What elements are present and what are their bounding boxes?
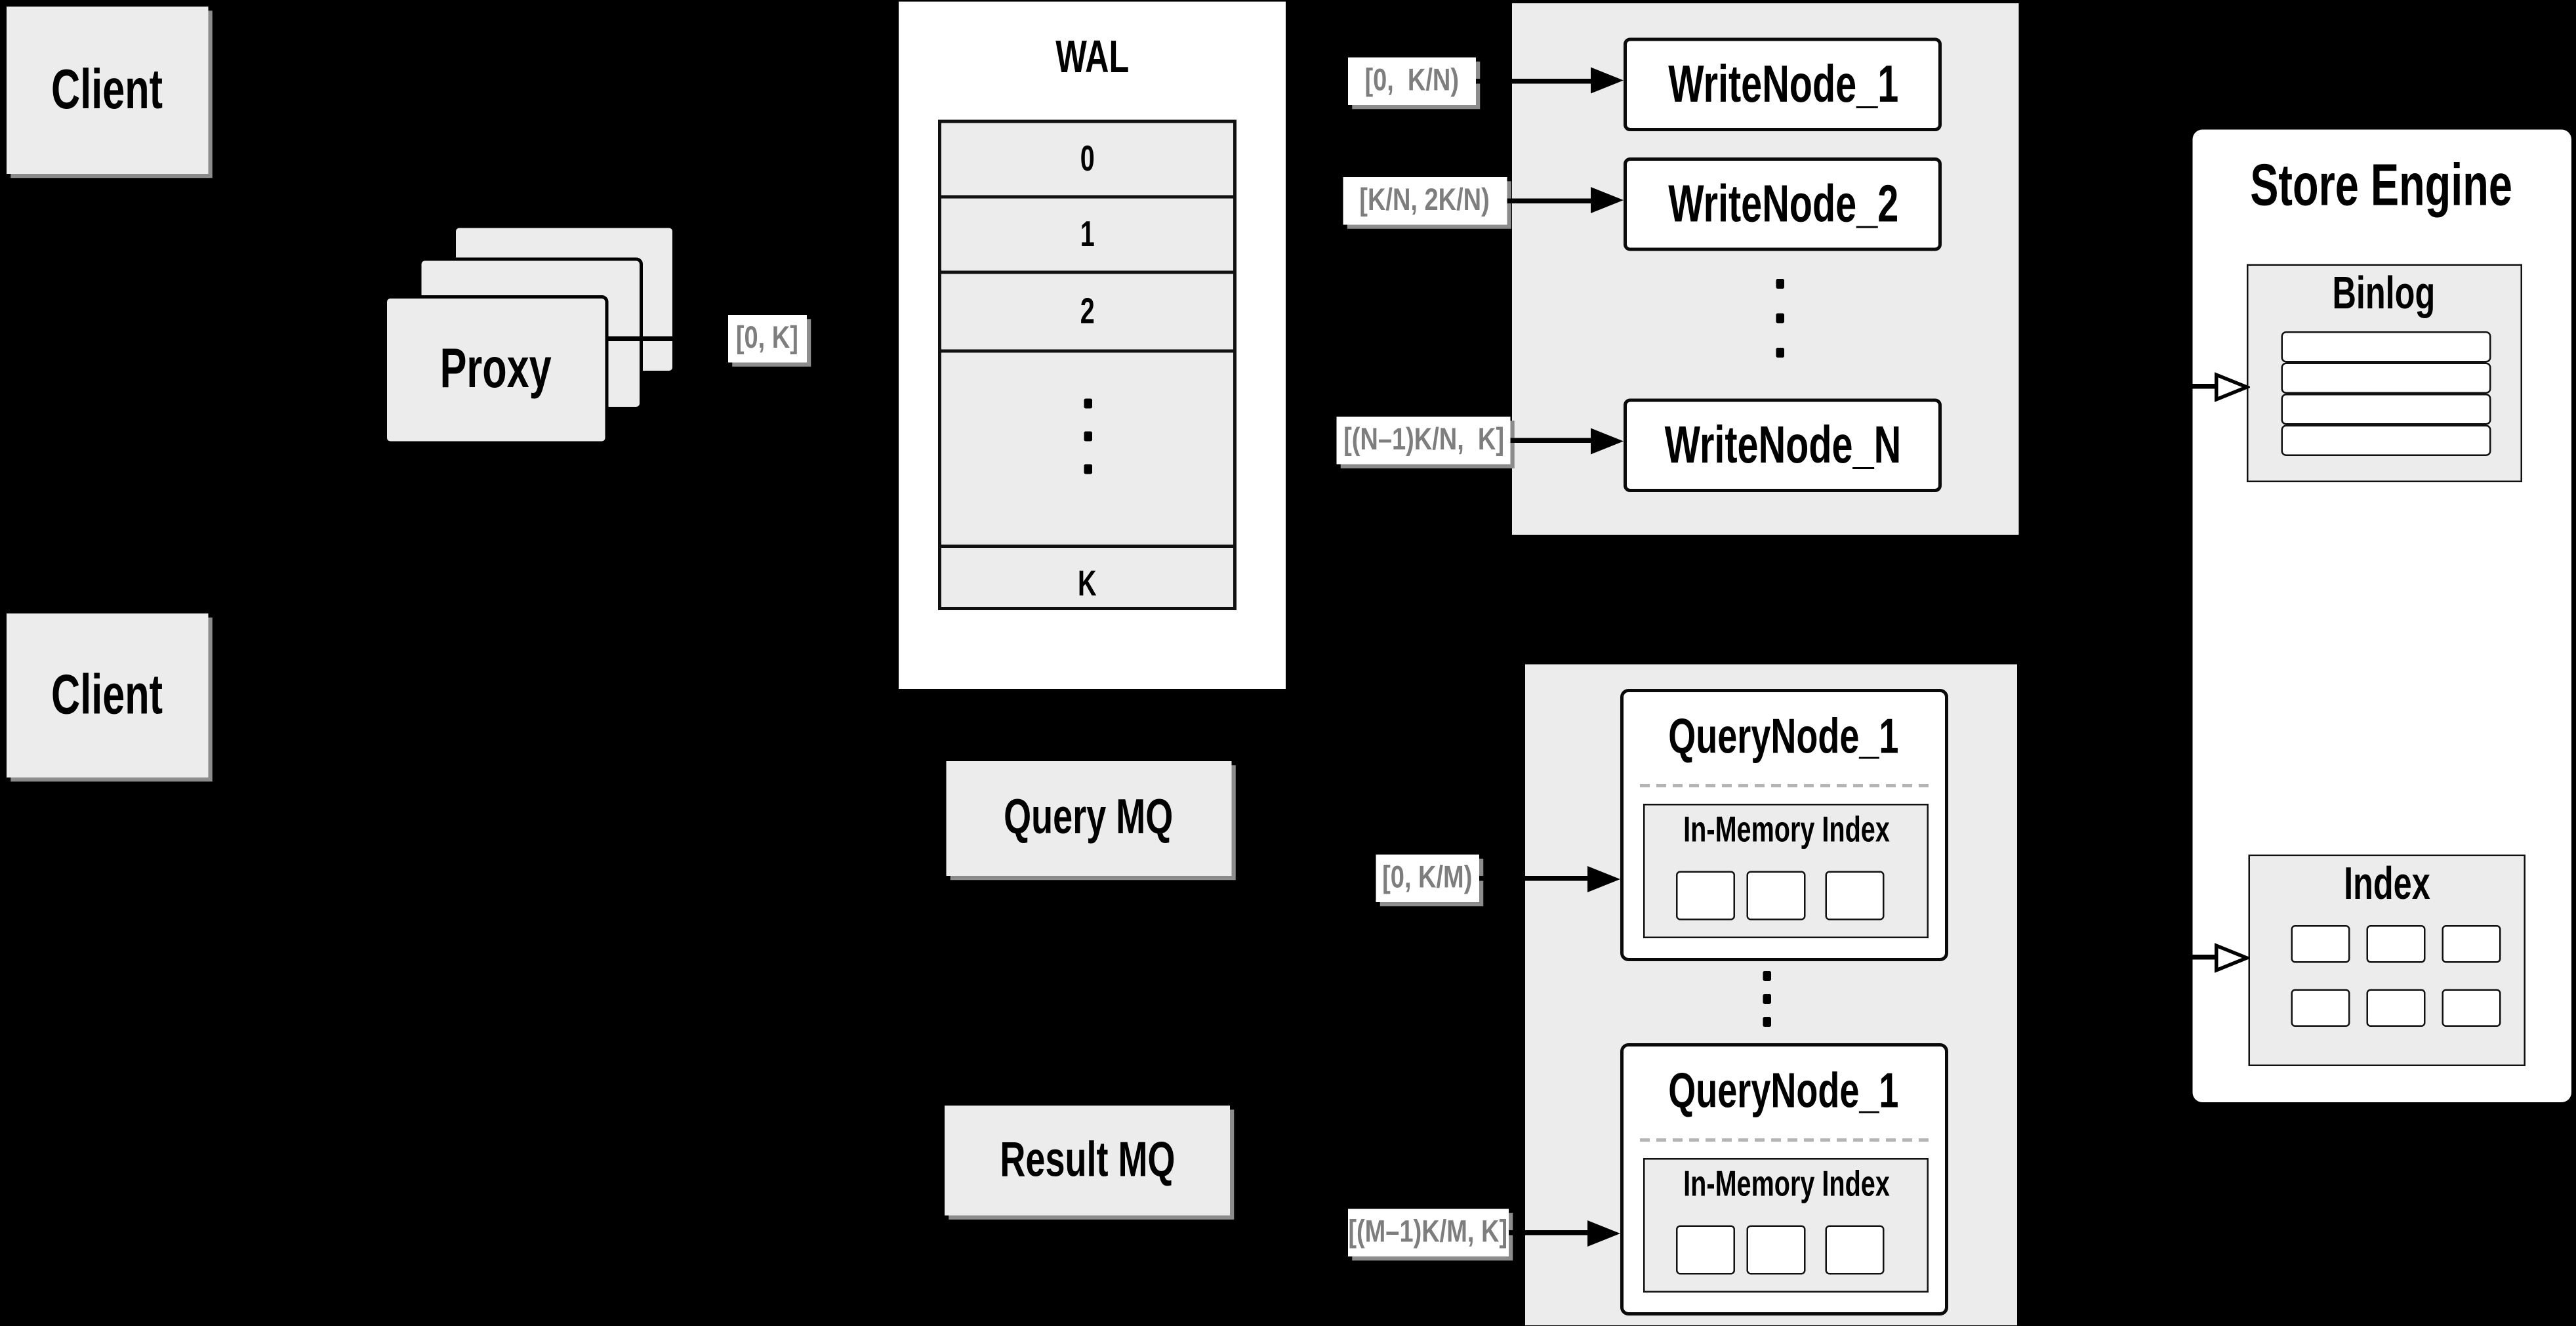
query-mq-label: Query MQ — [1004, 791, 1174, 845]
wal-row-2: 2 — [941, 270, 1233, 350]
arrowhead-hollow-icon — [2215, 372, 2250, 402]
arrowhead-solid-icon — [1591, 428, 1624, 455]
memory-segment — [1676, 1225, 1735, 1275]
write-node-n-box: WriteNode_N — [1624, 398, 1942, 492]
store-engine-box: Store Engine Binlog Index — [2192, 129, 2572, 1102]
client-label: Client — [51, 663, 163, 726]
edge-label-writenode-2: [K/N, 2K/N) — [1343, 177, 1507, 225]
connector-writenode-1 — [1476, 79, 1594, 84]
in-memory-index-title-row: In-Memory Index — [1645, 1160, 1927, 1209]
arrowhead-solid-icon — [1587, 1220, 1620, 1247]
memory-segment — [1746, 1225, 1806, 1275]
query-node-title-row: QueryNode_1 — [1624, 1046, 1945, 1138]
connector-index — [2192, 955, 2219, 960]
dashed-divider — [1640, 784, 1929, 787]
index-cell — [2442, 989, 2501, 1027]
index-title: Index — [2343, 858, 2430, 909]
edge-label-proxy-wal: [0, K] — [728, 315, 807, 363]
edge-label-querynode-m: [(M–1)K/M, K] — [1348, 1209, 1509, 1256]
index-cell — [2366, 925, 2426, 963]
index-cell — [2442, 925, 2501, 963]
connector-writenode-2 — [1507, 198, 1594, 203]
query-node-box-bottom: QueryNode_1 In-Memory Index — [1620, 1043, 1948, 1316]
edge-label-writenode-1: [0, K/N) — [1348, 57, 1476, 105]
dashed-divider — [1640, 1138, 1929, 1142]
in-memory-index-box: In-Memory Index — [1643, 804, 1929, 938]
index-cell — [2291, 989, 2350, 1027]
edge-label-writenode-n: [(N–1)K/N, K] — [1336, 417, 1511, 465]
index-cell — [2366, 989, 2426, 1027]
write-node-2-box: WriteNode_2 — [1624, 157, 1942, 251]
index-cell — [2291, 925, 2350, 963]
binlog-row — [2281, 394, 2491, 425]
edge-label-querynode-1: [0, K/M) — [1376, 854, 1479, 902]
memory-segment — [1676, 871, 1735, 921]
client-label: Client — [51, 58, 163, 121]
wal-row-0: 0 — [1080, 138, 1095, 179]
connector-querynode-m — [1509, 1230, 1591, 1235]
wal-title-row: WAL — [899, 25, 1286, 91]
result-mq-label: Result MQ — [999, 1132, 1176, 1187]
query-node-title-row: QueryNode_1 — [1624, 692, 1945, 784]
in-memory-index-title-row: In-Memory Index — [1645, 806, 1927, 855]
wal-title: WAL — [1055, 31, 1129, 83]
binlog-row — [2281, 331, 2491, 363]
in-memory-index-title: In-Memory Index — [1683, 808, 1889, 850]
connector-writenode-n — [1510, 438, 1594, 443]
wal-table: 0 1 2 K — [938, 119, 1237, 610]
connector-querynode-1 — [1479, 876, 1591, 881]
arrowhead-solid-icon — [1587, 866, 1620, 892]
binlog-title: Binlog — [2333, 267, 2436, 319]
memory-segment — [1746, 871, 1806, 921]
arrowhead-hollow-icon — [2215, 943, 2250, 973]
proxy-label: Proxy — [440, 338, 552, 400]
query-node-title: QueryNode_1 — [1669, 710, 1900, 765]
in-memory-index-title: In-Memory Index — [1683, 1163, 1889, 1205]
client-box-top: Client — [7, 7, 209, 174]
store-engine-title-row: Store Engine — [2193, 151, 2572, 218]
binlog-title-row: Binlog — [2249, 266, 2521, 321]
proxy-box-front: Proxy — [384, 295, 609, 445]
result-mq-box: Result MQ — [945, 1106, 1230, 1216]
write-node-1-box: WriteNode_1 — [1624, 37, 1942, 131]
binlog-row — [2281, 425, 2491, 456]
memory-segment — [1825, 1225, 1885, 1275]
index-title-row: Index — [2250, 856, 2524, 912]
arrowhead-solid-icon — [1591, 67, 1624, 94]
client-box-bottom: Client — [7, 613, 209, 777]
binlog-box: Binlog — [2247, 264, 2522, 482]
wal-box: WAL 0 1 2 K — [899, 1, 1286, 689]
wal-row-k: K — [941, 545, 1233, 620]
connector-binlog — [2192, 384, 2219, 389]
arrowhead-solid-icon — [1591, 187, 1624, 213]
memory-segment — [1825, 871, 1885, 921]
binlog-row — [2281, 362, 2491, 394]
query-node-title: QueryNode_1 — [1669, 1064, 1900, 1119]
store-engine-title: Store Engine — [2251, 151, 2514, 218]
in-memory-index-box: In-Memory Index — [1643, 1158, 1929, 1293]
wal-row-1: 1 — [941, 195, 1233, 271]
index-box: Index — [2248, 854, 2525, 1066]
wal-row-ellipsis — [941, 349, 1233, 545]
query-mq-box: Query MQ — [946, 761, 1232, 876]
query-node-box-top: QueryNode_1 In-Memory Index — [1620, 689, 1948, 961]
